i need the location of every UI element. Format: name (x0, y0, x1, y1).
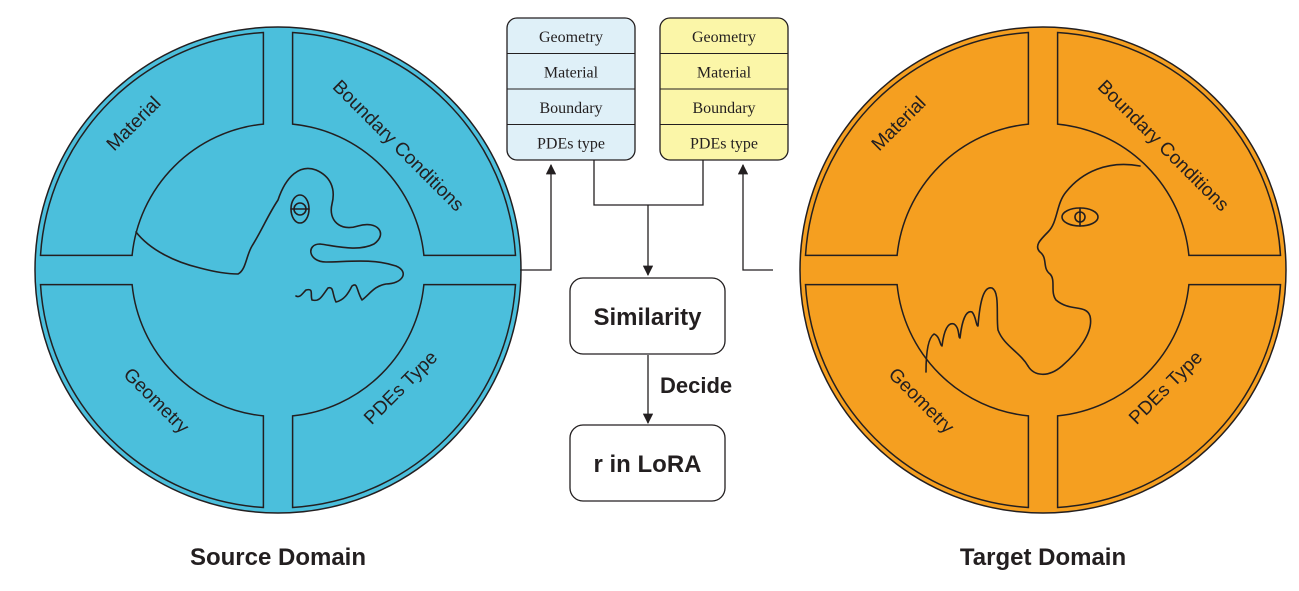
result-label: r in LoRA (594, 451, 702, 478)
target-sector-top-left (804, 31, 1030, 257)
target-attribute-boundary: Boundary (692, 100, 755, 117)
target-attribute-material: Material (697, 65, 752, 82)
similarity-box: Similarity (569, 277, 726, 355)
result-box: r in LoRA (569, 424, 726, 502)
source-sector-bottom-left (39, 283, 265, 509)
target-doodle (925, 163, 1141, 376)
source-doodle (135, 167, 404, 303)
target-sector-bottom-left (804, 283, 1030, 509)
target-domain-title: Target Domain (960, 544, 1126, 571)
source-sector-top-left (39, 31, 265, 257)
source-attribute-pdes: PDEs type (537, 136, 605, 153)
source-to-table-arrow (520, 163, 557, 271)
target-attribute-pdes: PDEs type (690, 136, 758, 153)
target-sector-top-right (1056, 31, 1282, 257)
connectors (520, 160, 773, 425)
source-attribute-geometry: Geometry (539, 29, 603, 46)
source-sector-bottom-right (291, 283, 517, 509)
source-sector-top-right (291, 31, 517, 257)
source-domain: Material Boundary Conditions Geometry PD… (34, 26, 522, 571)
target-sectors (804, 31, 1282, 509)
target-to-table-arrow (737, 163, 773, 271)
similarity-label: Similarity (593, 304, 702, 331)
target-attribute-table: Geometry Material Boundary PDEs type (659, 17, 789, 161)
decide-label: Decide (660, 373, 732, 398)
source-attribute-material: Material (544, 65, 599, 82)
target-sector-bottom-right (1056, 283, 1282, 509)
target-attribute-geometry: Geometry (692, 29, 756, 46)
source-attribute-boundary: Boundary (539, 100, 602, 117)
source-table-connector (593, 160, 648, 206)
source-domain-title: Source Domain (190, 544, 366, 571)
target-table-connector (648, 160, 704, 206)
source-attribute-table: Geometry Material Boundary PDEs type (506, 17, 636, 161)
target-circle (799, 26, 1287, 514)
target-domain: Material Boundary Conditions Geometry PD… (799, 26, 1287, 571)
source-circle (34, 26, 522, 514)
source-sectors (39, 31, 517, 509)
